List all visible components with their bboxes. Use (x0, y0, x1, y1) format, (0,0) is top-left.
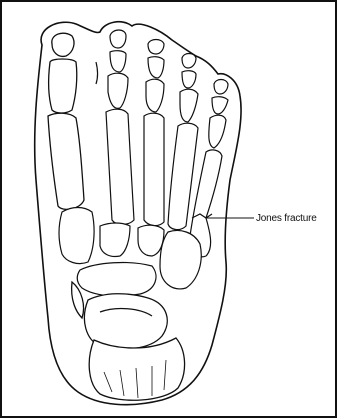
fourth-distal-phalanx (182, 54, 196, 69)
first-metatarsal (48, 113, 84, 209)
fifth-middle-phalanx (212, 97, 228, 114)
hindfoot-bones (72, 282, 185, 400)
navicular (77, 263, 156, 296)
medial-cuneiform (59, 208, 94, 264)
second-toe (96, 30, 134, 225)
jones-fracture-label: Jones fracture (256, 213, 317, 224)
third-toe (144, 40, 164, 226)
second-proximal-phalanx (108, 73, 128, 108)
fourth-proximal-phalanx (180, 89, 198, 122)
hallux-proximal-phalanx (49, 59, 77, 113)
toenail-marker (96, 62, 98, 84)
fifth-proximal-phalanx (209, 115, 226, 148)
lateral-cuneiform (138, 225, 164, 256)
intermediate-cuneiform (100, 223, 130, 257)
second-metatarsal (106, 109, 134, 224)
calcaneus (89, 338, 184, 400)
second-middle-phalanx (110, 51, 126, 72)
fifth-distal-phalanx (214, 80, 228, 95)
hallux-distal-phalanx (52, 33, 74, 56)
fourth-toe (168, 54, 198, 230)
third-proximal-phalanx (146, 79, 164, 112)
third-metatarsal (144, 113, 164, 225)
third-middle-phalanx (148, 57, 164, 78)
third-distal-phalanx (148, 40, 164, 55)
cuboid (160, 231, 201, 289)
hallux (48, 33, 84, 209)
fourth-middle-phalanx (182, 71, 196, 88)
second-distal-phalanx (110, 30, 126, 48)
